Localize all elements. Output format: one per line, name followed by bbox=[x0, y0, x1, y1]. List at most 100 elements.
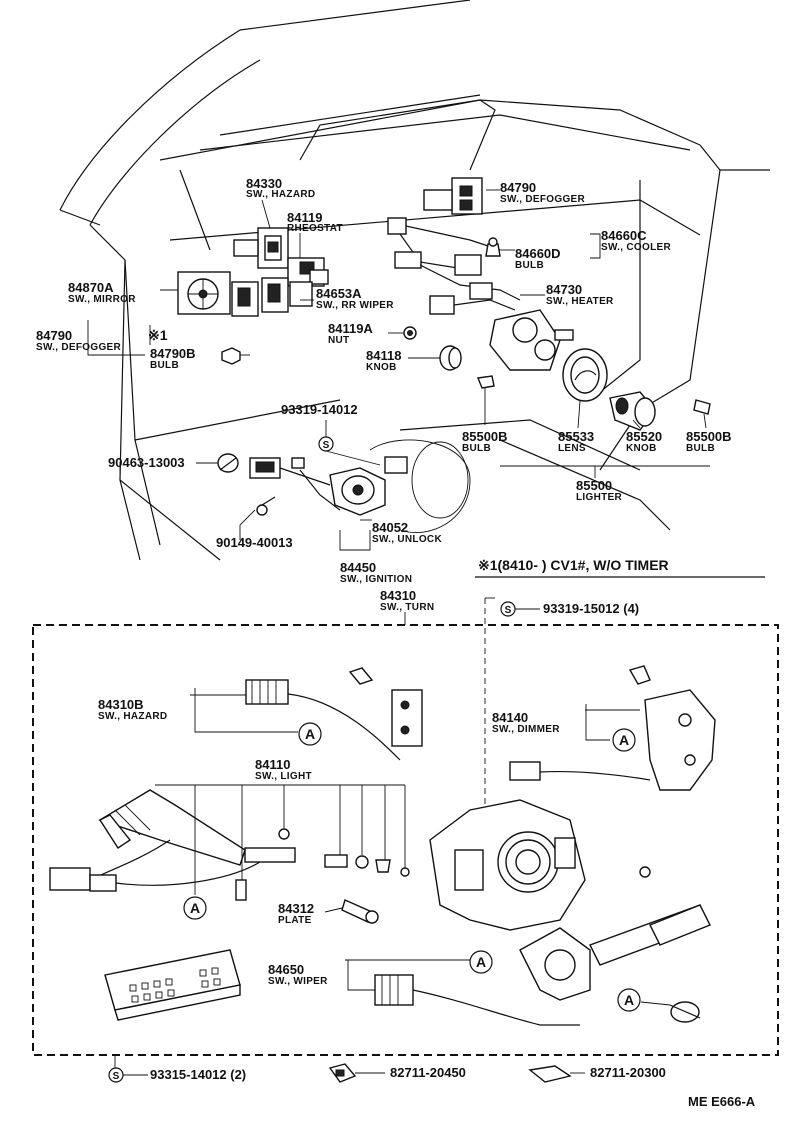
svg-text:KNOB: KNOB bbox=[626, 443, 657, 454]
screw-93315-14012: S bbox=[108, 1067, 148, 1083]
svg-text:※1: ※1 bbox=[148, 327, 168, 343]
svg-text:BULB: BULB bbox=[150, 360, 179, 371]
svg-text:85500B: 85500B bbox=[462, 429, 508, 444]
bulb-84790b bbox=[221, 347, 241, 365]
svg-text:ME E666-A: ME E666-A bbox=[688, 1094, 756, 1109]
cooler-switch-84660c bbox=[387, 217, 521, 301]
svg-text:KNOB: KNOB bbox=[366, 362, 397, 373]
ref-a-marker-4: A bbox=[469, 950, 493, 974]
leader-lines-lower bbox=[155, 688, 671, 1074]
timer-note: ※1(8410- ) CV1#, W/O TIMER bbox=[475, 557, 765, 578]
svg-text:84310: 84310 bbox=[380, 588, 416, 603]
svg-text:85500B: 85500B bbox=[686, 429, 732, 444]
plate-84312 bbox=[341, 899, 379, 924]
screw-93319-14012: S bbox=[318, 436, 334, 452]
svg-text:90463-13003: 90463-13003 bbox=[108, 455, 185, 470]
label-ref1: ※1 bbox=[148, 327, 168, 343]
dashboard-outline bbox=[59, 0, 770, 561]
svg-text:84119A: 84119A bbox=[328, 321, 373, 336]
svg-text:84450: 84450 bbox=[340, 560, 376, 575]
svg-text:82711-20300: 82711-20300 bbox=[590, 1065, 666, 1080]
svg-text:84118: 84118 bbox=[366, 348, 401, 363]
label-90463-13003: 90463-13003 bbox=[108, 455, 185, 470]
svg-text:84330: 84330 bbox=[246, 176, 282, 191]
svg-text:84119: 84119 bbox=[287, 210, 322, 225]
light-switch-84110 bbox=[49, 789, 410, 901]
defogger-switch-84790 bbox=[423, 177, 483, 215]
svg-text:84660C: 84660C bbox=[601, 228, 647, 243]
leader-lines-upper bbox=[87, 189, 710, 551]
svg-text:LENS: LENS bbox=[558, 443, 586, 454]
svg-text:SW., MIRROR: SW., MIRROR bbox=[68, 294, 136, 305]
svg-text:SW., UNLOCK: SW., UNLOCK bbox=[372, 534, 442, 545]
svg-text:93319-14012: 93319-14012 bbox=[281, 402, 358, 417]
svg-text:84650: 84650 bbox=[268, 962, 304, 977]
svg-text:S: S bbox=[113, 1071, 120, 1082]
nut-84119a bbox=[403, 326, 417, 340]
svg-text:93315-14012 (2): 93315-14012 (2) bbox=[150, 1067, 246, 1082]
dimmer-switch-84140 bbox=[509, 665, 716, 791]
svg-text:SW., DEFOGGER: SW., DEFOGGER bbox=[500, 194, 585, 205]
mirror-switch-84870a bbox=[177, 271, 231, 315]
svg-text:85520: 85520 bbox=[626, 429, 662, 444]
svg-text:93319-15012 (4): 93319-15012 (4) bbox=[543, 601, 639, 616]
label-82711-20450: 82711-20450 bbox=[390, 1065, 466, 1080]
svg-text:SW., COOLER: SW., COOLER bbox=[601, 242, 671, 253]
svg-text:84110: 84110 bbox=[255, 757, 290, 772]
svg-text:SW., LIGHT: SW., LIGHT bbox=[255, 771, 312, 782]
lighter-bulb-85500b-1 bbox=[477, 375, 495, 389]
lighter-lens-85533 bbox=[562, 348, 608, 402]
svg-text:90149-40013: 90149-40013 bbox=[216, 535, 293, 550]
part-82711-20300 bbox=[528, 1065, 572, 1083]
hazard-switch-84330 bbox=[233, 227, 289, 269]
svg-text:84140: 84140 bbox=[492, 710, 528, 725]
svg-text:84310B: 84310B bbox=[98, 697, 144, 712]
screw-90149-40013 bbox=[256, 496, 276, 516]
svg-text:BULB: BULB bbox=[686, 443, 715, 454]
svg-text:84730: 84730 bbox=[546, 282, 582, 297]
svg-text:PLATE: PLATE bbox=[278, 915, 312, 926]
ref-a-marker-5: A bbox=[617, 988, 641, 1012]
svg-text:85533: 85533 bbox=[558, 429, 594, 444]
svg-text:LIGHTER: LIGHTER bbox=[576, 492, 622, 503]
svg-text:S: S bbox=[505, 605, 512, 616]
svg-text:SW., HAZARD: SW., HAZARD bbox=[246, 189, 315, 200]
svg-text:84312: 84312 bbox=[278, 901, 314, 916]
ref-a-marker-2: A bbox=[612, 728, 636, 752]
bulb-84660d bbox=[485, 237, 501, 257]
ignition-switch-84450 bbox=[249, 456, 408, 516]
label-93319-14012: 93319-14012 bbox=[281, 402, 358, 417]
connector-block bbox=[104, 949, 241, 1021]
part-82711-20450 bbox=[328, 1063, 357, 1083]
svg-text:A: A bbox=[476, 954, 486, 970]
svg-text:SW., IGNITION: SW., IGNITION bbox=[340, 574, 412, 585]
svg-text:A: A bbox=[190, 900, 200, 916]
svg-text:84790: 84790 bbox=[36, 328, 72, 343]
svg-text:A: A bbox=[305, 726, 315, 742]
label-90149-40013: 90149-40013 bbox=[216, 535, 293, 550]
svg-text:84870A: 84870A bbox=[68, 280, 114, 295]
turn-switch-body bbox=[429, 799, 651, 931]
svg-text:84660D: 84660D bbox=[515, 246, 561, 261]
svg-text:84653A: 84653A bbox=[316, 286, 362, 301]
svg-text:SW., TURN: SW., TURN bbox=[380, 602, 434, 613]
knob-84118 bbox=[439, 345, 462, 371]
svg-text:BULB: BULB bbox=[515, 260, 544, 271]
svg-text:SW., DEFOGGER: SW., DEFOGGER bbox=[36, 342, 121, 353]
